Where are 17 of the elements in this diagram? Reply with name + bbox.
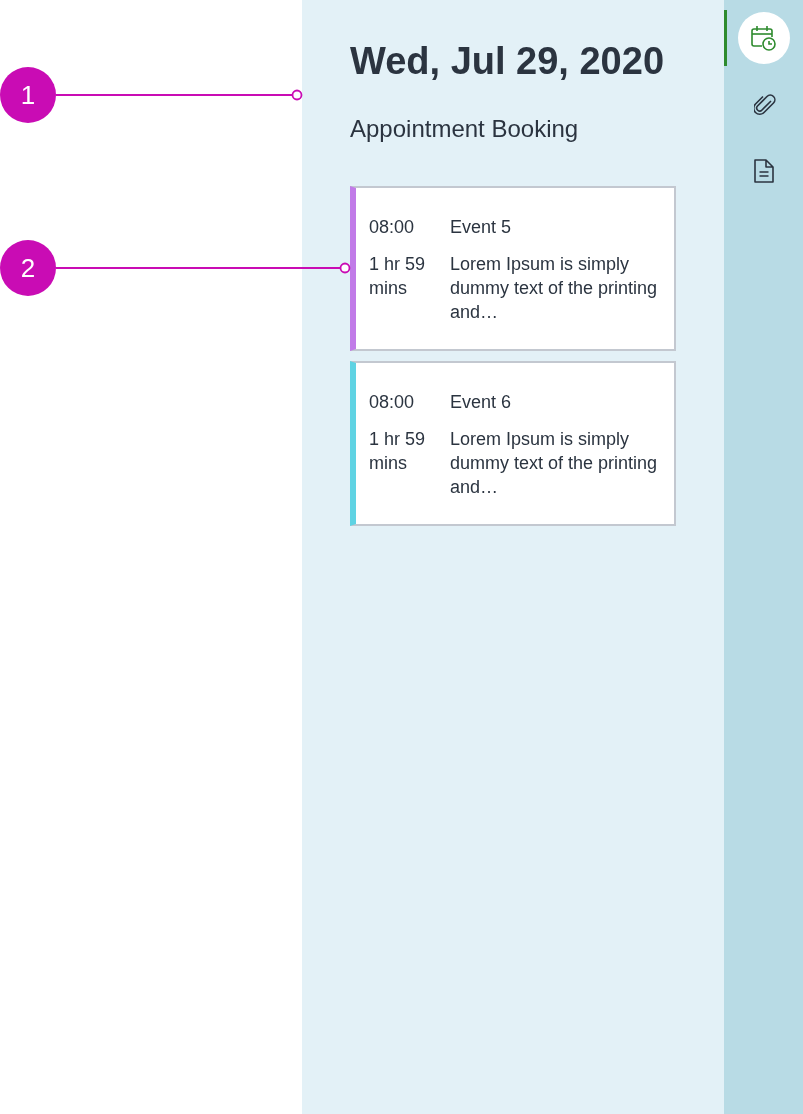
leader-line	[55, 89, 303, 101]
date-heading: Wed, Jul 29, 2020	[350, 39, 665, 84]
callout-number: 2	[0, 240, 56, 296]
callout-number: 1	[0, 67, 56, 123]
event-card	[350, 186, 676, 351]
event-time: 08:00	[369, 391, 416, 414]
page-subtitle: Appointment Booking	[350, 114, 579, 144]
event-title: Event 6	[450, 391, 513, 414]
event-time: 08:00	[369, 216, 416, 239]
event-duration: 1 hr 59 mins	[369, 428, 427, 475]
leader-line	[55, 262, 351, 274]
event-description: Lorem Ipsum is simply dummy text of the printing and…	[450, 428, 659, 499]
event-description: Lorem Ipsum is simply dummy text of the printing and…	[450, 253, 659, 324]
event-duration: 1 hr 59 mins	[369, 253, 427, 300]
event-title: Event 5	[450, 216, 513, 239]
panel-background	[302, 0, 724, 1114]
event-card	[350, 361, 676, 526]
